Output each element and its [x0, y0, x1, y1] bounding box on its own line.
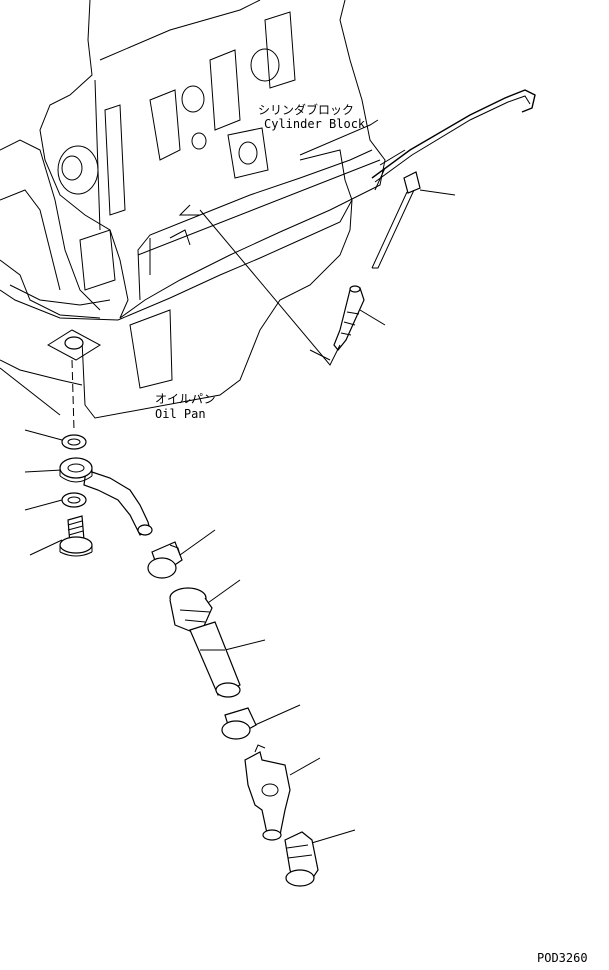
- drawing-code: POD3260: [537, 951, 588, 965]
- oil-pan: [0, 179, 353, 419]
- oil-pan-label-jp: オイルパン: [155, 392, 216, 406]
- oil-pan-label-en: Oil Pan: [155, 407, 206, 421]
- cylinder-block-label-jp: シリンダブロック: [258, 102, 354, 117]
- dipstick: [371, 171, 421, 269]
- drain-elbow: [244, 744, 291, 841]
- washer-upper: [61, 434, 87, 450]
- cylinder-block-label-en: Cylinder Block: [264, 117, 366, 131]
- hose: [189, 621, 241, 698]
- hose-clamp-upper: [147, 541, 183, 579]
- oil-level-tube: [333, 285, 365, 351]
- leader-lines: [0, 119, 456, 846]
- drain-cap: [284, 831, 319, 887]
- drain-bolt: [59, 515, 93, 557]
- banjo-pipe: [59, 457, 153, 536]
- hose-clamp-lower: [221, 707, 257, 740]
- dipstick-guide: [371, 89, 536, 191]
- drain-axis-line: [71, 359, 75, 431]
- cylinder-block: [0, 0, 386, 319]
- washer-lower: [61, 492, 87, 508]
